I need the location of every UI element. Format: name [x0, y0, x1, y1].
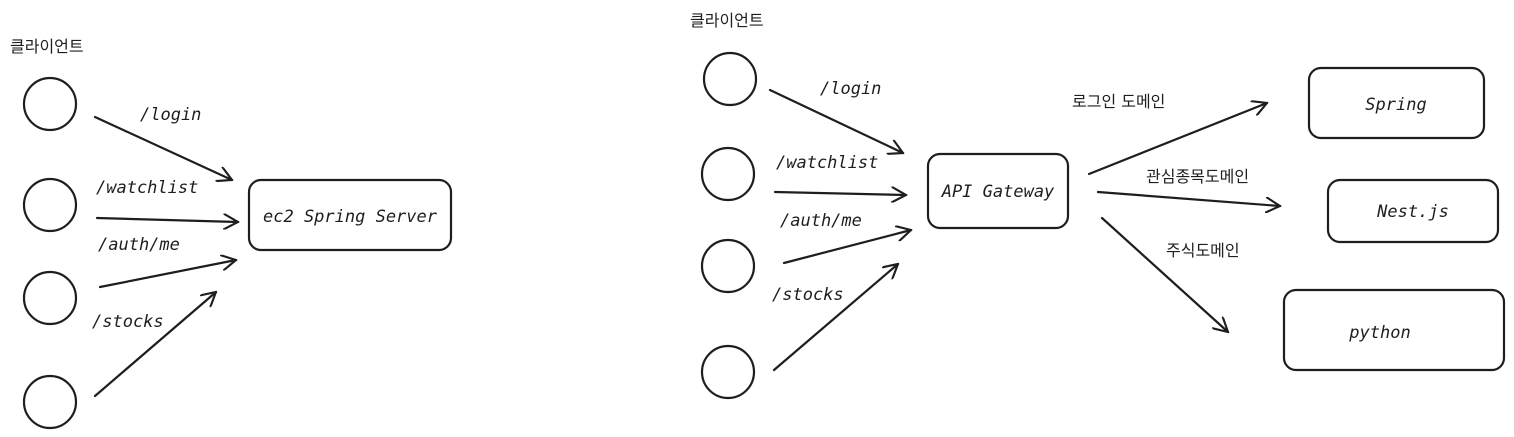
right-client-3 [700, 238, 756, 294]
python-service-label: python [1348, 323, 1410, 343]
left-route-login: /login [140, 105, 201, 125]
spring-service-box [1307, 66, 1486, 140]
python-service-box [1282, 288, 1506, 372]
right-route-auth: /auth/me [780, 211, 862, 231]
left-client-4 [22, 374, 78, 430]
right-arrow-auth [782, 230, 911, 265]
right-arrow-watchlist [773, 192, 906, 195]
domain-watchlist: 관심종목도메인 [1146, 167, 1249, 186]
spring-service-label: Spring [1365, 95, 1426, 115]
left-route-auth: /auth/me [98, 235, 180, 255]
api-gateway-box [926, 152, 1070, 230]
right-client-2 [700, 146, 756, 202]
left-client-3 [22, 270, 78, 326]
left-server-label: ec2 Spring Server [263, 207, 438, 227]
left-route-watchlist: /watchlist [96, 178, 198, 198]
left-arrow-watchlist [95, 218, 238, 222]
domain-stocks: 주식도메인 [1166, 241, 1240, 260]
nest-service-box [1326, 178, 1500, 244]
right-client-1 [702, 51, 758, 107]
right-client-4 [700, 344, 756, 400]
left-client-2 [22, 177, 78, 233]
left-client-label: 클라이언트 [10, 37, 84, 56]
left-server-box [247, 178, 453, 252]
arrow-to-nest [1096, 190, 1280, 206]
domain-login: 로그인 도메인 [1072, 92, 1165, 111]
right-route-watchlist: /watchlist [776, 153, 878, 173]
left-client-1 [22, 76, 78, 132]
right-client-label: 클라이언트 [690, 11, 764, 30]
left-arrow-stocks [93, 292, 216, 398]
right-route-login: /login [820, 79, 881, 99]
left-arrow-login [93, 115, 232, 180]
arrow-to-python [1100, 216, 1228, 332]
api-gateway-label: API Gateway [941, 182, 1055, 202]
left-route-stocks: /stocks [92, 312, 164, 332]
left-arrow-auth [98, 260, 236, 289]
right-route-stocks: /stocks [772, 285, 844, 305]
arrow-to-spring [1087, 103, 1267, 176]
right-arrow-stocks [772, 264, 898, 372]
right-arrow-login [768, 88, 903, 153]
nest-service-label: Nest.js [1376, 202, 1449, 222]
